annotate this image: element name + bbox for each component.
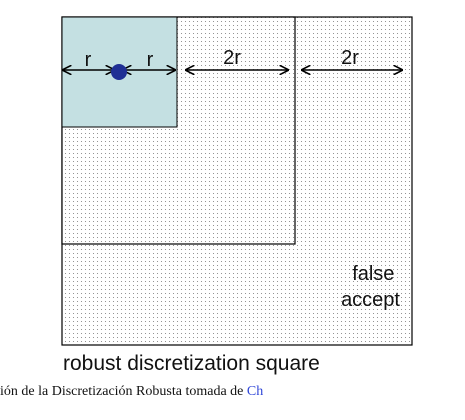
- false-accept-line-2: accept: [341, 289, 400, 311]
- false-accept-line-1: false: [352, 263, 394, 285]
- robust-discretization-title: robust discretization square: [63, 352, 320, 375]
- middle-two-r-label: 2r: [223, 47, 241, 69]
- caption-reference-link[interactable]: Ch: [246, 384, 264, 399]
- false-accept-label: false accept: [341, 263, 400, 311]
- right-radius-label: r: [147, 49, 154, 71]
- left-radius-label: r: [85, 49, 92, 71]
- center-point: [111, 64, 127, 80]
- caption-text: ión de la Discretización Robusta tomada …: [0, 384, 247, 399]
- right-two-r-label: 2r: [341, 47, 359, 69]
- figure-caption: ión de la Discretización Robusta tomada …: [0, 384, 465, 408]
